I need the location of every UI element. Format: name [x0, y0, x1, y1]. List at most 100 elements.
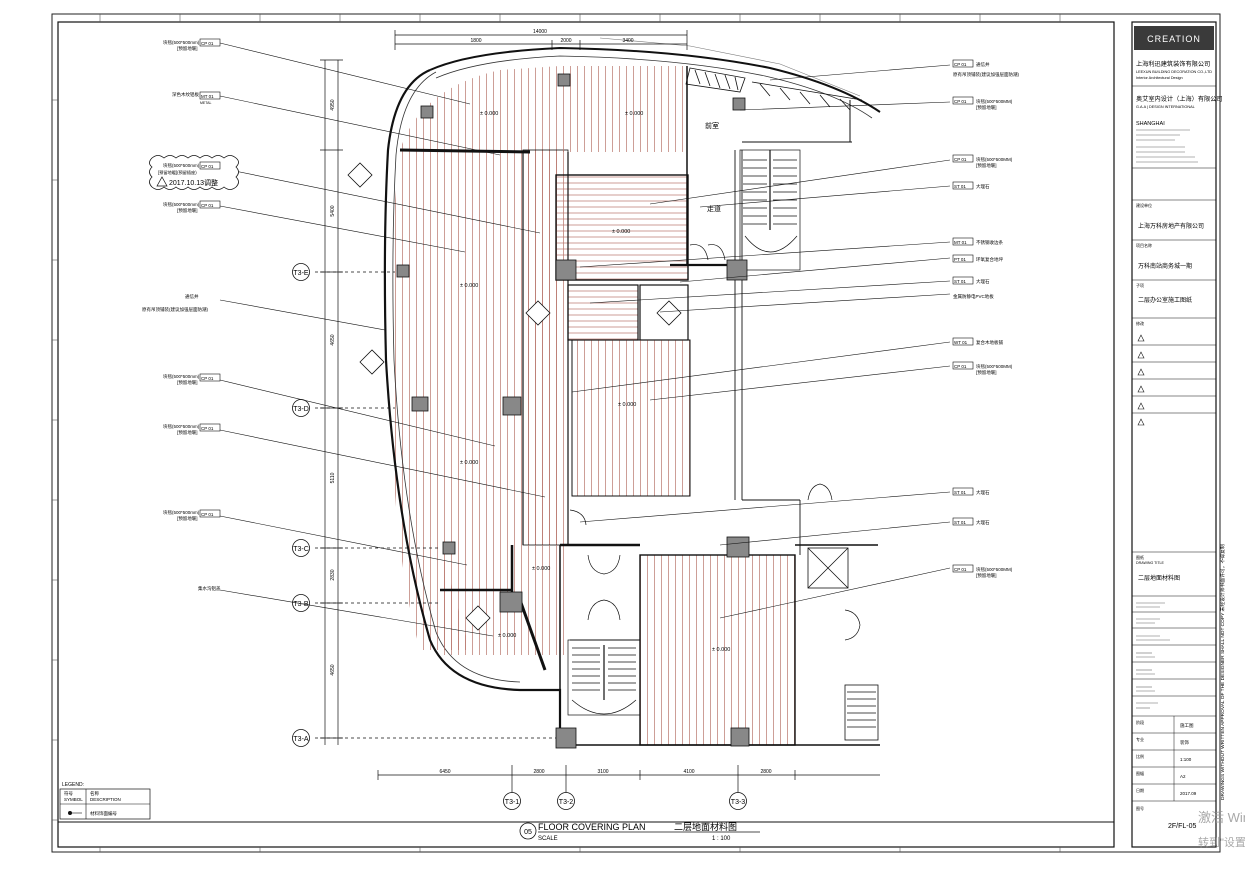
note-left-sub: [预留地暖](预留插座) — [158, 169, 197, 176]
company2-en: G.A.A | DESIGN INTERNATIONAL — [1136, 105, 1195, 109]
dim-top-overall: 14000 — [533, 29, 547, 35]
office-floor-main — [390, 66, 560, 650]
notes-right: CP 01 通信井 原有吊顶铺装(建议加强层面防潮) CP 01 块毯(500*… — [952, 59, 1019, 579]
project-label: 项目名称 — [1136, 242, 1152, 248]
stair-north — [739, 149, 801, 271]
revision-cloud: 块毯(500*500mm) [预留地暖](预留插座) CP 01 2017.10… — [149, 155, 239, 190]
legend-row-text: 材料饰面编号 — [90, 810, 117, 817]
grid-bubble-t3-d: T3-D — [292, 399, 310, 417]
material-tag — [952, 487, 974, 496]
revision-triangle-icon — [1137, 351, 1145, 359]
discipline-label: 专业 — [1136, 736, 1144, 742]
dim-bottom-5: 2800 — [760, 769, 771, 775]
revision-date: 2017.10.13调整 — [169, 178, 218, 187]
revision-triangle-icon — [1137, 334, 1145, 342]
note-right-text: 金属防静电PVC地板 — [953, 293, 994, 300]
material-tag — [199, 373, 221, 382]
revision-triangle-icon — [1137, 368, 1145, 376]
dim-left-4: 5110 — [330, 472, 336, 483]
drawing-title-en: FLOOR COVERING PLAN — [538, 822, 646, 832]
note-left-sub: [预留地暖] — [177, 207, 198, 214]
level-mark: ± 0.000 — [612, 229, 630, 235]
note-right-text: 大理石 — [976, 278, 990, 285]
grid-bubble-t3-3: T3-3 — [729, 792, 747, 810]
grid-bubble-t3-c: T3-C — [292, 539, 310, 557]
grid-label: T3-B — [293, 601, 309, 608]
room-north — [560, 66, 687, 152]
note-left-code: CP 01 — [201, 203, 214, 208]
dim-bottom-3: 3100 — [597, 769, 608, 775]
copyright-note: DRAWINGS WITHOUT WRITTEN APPROVAL OF THE… — [1219, 544, 1226, 800]
note-right-text: 大理石 — [976, 519, 990, 526]
note-right-sub: [预留地暖] — [976, 162, 997, 169]
drawing-title-label: 图纸 — [1136, 554, 1144, 560]
material-tag — [952, 564, 974, 573]
note-right-text: 环氧复合地坪 — [976, 256, 1003, 263]
project: 万科南站商务城一期 — [1138, 262, 1192, 270]
notes-left: 块毯(500*500mm) [预留地暖] CP 01 深色木纹铝板 MT 01 … — [142, 38, 221, 592]
date: 2017.09 — [1180, 791, 1197, 796]
level-mark: ± 0.000 — [532, 566, 550, 572]
company1-en: LEEXUN BUILDING DECORATION CO.,LTD — [1136, 70, 1212, 74]
dim-bottom-4: 4100 — [683, 769, 694, 775]
note-right-sub: 原有吊顶铺装(建议加强层面防潮) — [953, 71, 1019, 78]
material-tag — [199, 423, 221, 432]
legend-title: LEGEND: — [62, 782, 84, 788]
material-tag — [952, 276, 974, 285]
material-tag — [199, 200, 221, 209]
drawing-title-tb: 二层地面材料图 — [1138, 574, 1180, 582]
note-right-code: CP 01 — [954, 157, 967, 162]
level-mark: ± 0.000 — [498, 633, 516, 639]
note-right-text: 块毯(500*500MM) — [976, 566, 1013, 573]
roof-edge — [429, 46, 881, 113]
building-plan — [383, 37, 881, 749]
dim-top-3: 3400 — [622, 38, 633, 44]
note-right-text: 复合木地板铺 — [976, 339, 1003, 346]
drawing-title-cn: 二层地面材料图 — [674, 821, 737, 832]
dim-left-6: 4650 — [330, 664, 336, 675]
note-left-text: 通信井 — [185, 293, 199, 300]
note-right-text: 块毯(500*500MM) — [976, 156, 1013, 163]
note-left-sub: 原有吊顶铺装(建议加强层面防潮) — [142, 306, 208, 313]
grid-label: T3-D — [293, 406, 309, 413]
grid-label: T3-A — [293, 736, 309, 743]
room-equipment — [567, 284, 639, 341]
room-office-east — [571, 339, 691, 497]
note-left-sub: [预留地暖] — [177, 515, 198, 522]
note-left-text: 集水沟铝盖 — [198, 585, 221, 592]
grid-label: T3-C — [293, 546, 309, 553]
columns — [396, 73, 750, 749]
grid-label: T3-E — [293, 270, 309, 277]
material-tag — [199, 38, 221, 47]
material-tag — [199, 509, 221, 518]
level-mark: ± 0.000 — [460, 283, 478, 289]
revision-triangle-icon — [1137, 418, 1145, 426]
note-left-code: MT 01 — [201, 94, 214, 99]
elevator — [807, 547, 879, 741]
subproject: 二层办公室施工图纸 — [1138, 296, 1192, 304]
note-right-text: 块毯(500*500MM) — [976, 98, 1013, 105]
note-right-sub: [预留地暖] — [976, 572, 997, 579]
note-left-sub: [预留地暖] — [177, 379, 198, 386]
client: 上海万科房地产有限公司 — [1138, 222, 1204, 230]
watermark-line1: 激活 Windows — [1198, 810, 1245, 825]
legend-col2-head: 名称 — [90, 790, 99, 797]
size: A2 — [1180, 774, 1186, 779]
company1-cn: 上海利迅建筑装饰有限公司 — [1136, 60, 1210, 68]
note-right-code: PT 01 — [954, 257, 966, 262]
note-left-code: CP 01 — [201, 376, 214, 381]
note-right-code: CP 01 — [954, 62, 967, 67]
leader-lines — [219, 42, 951, 637]
material-tag — [952, 361, 974, 370]
legend: LEGEND: 符号 SYMBOL 名称 DESCRIPTION 材料饰面编号 — [59, 782, 151, 820]
sheet-outer-border — [51, 13, 1221, 853]
note-right-sub: [预留地暖] — [976, 104, 997, 111]
level-mark: ± 0.000 — [625, 111, 643, 117]
material-tag — [952, 96, 974, 105]
room-meeting — [555, 174, 689, 281]
room-label-corridor: 走道 — [707, 204, 721, 213]
material-tag — [952, 237, 974, 246]
material-tag — [952, 517, 974, 526]
grid-label: T3-3 — [731, 799, 746, 806]
note-right-text: 块毯(500*500MM) — [976, 363, 1013, 370]
